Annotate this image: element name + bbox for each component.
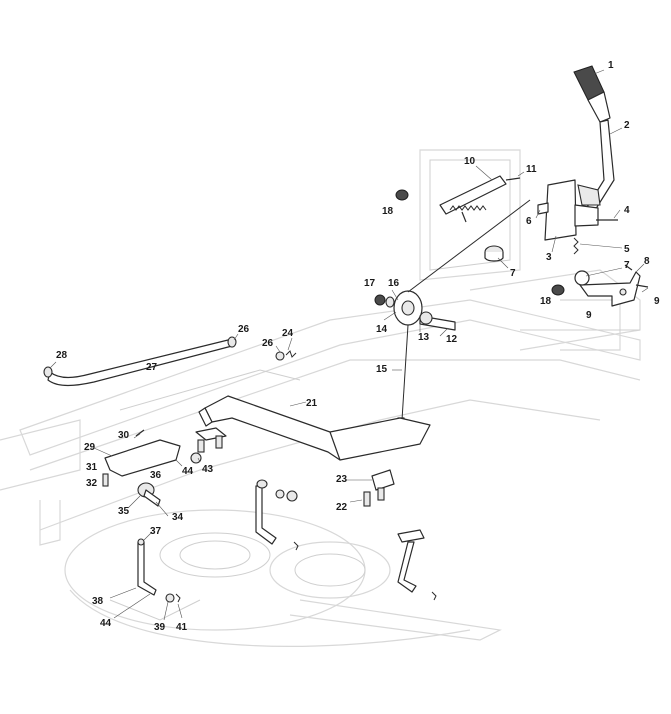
callout-2: 2: [624, 120, 630, 131]
deck-rod-right: [397, 529, 437, 601]
callout-18-lower: 18: [540, 296, 552, 307]
callout-23: 23: [336, 474, 348, 485]
spring: [573, 237, 579, 255]
center-bracket: [363, 469, 395, 507]
callout-37: 37: [150, 526, 162, 537]
callout-28: 28: [56, 350, 68, 361]
callout-43: 43: [202, 464, 214, 475]
callout-26-right: 26: [238, 324, 250, 335]
washer-39-41: [165, 593, 181, 603]
deck-rod-middle: [255, 479, 299, 551]
callout-36: 36: [150, 470, 162, 481]
callout-15: 15: [376, 364, 388, 375]
lift-rod: [43, 336, 237, 387]
callout-39: 39: [154, 622, 166, 633]
callout-31: 31: [86, 462, 98, 473]
callout-21: 21: [306, 398, 318, 409]
callout-7-lower: 7: [624, 260, 630, 271]
callout-44-lower: 44: [100, 618, 112, 629]
callout-34: 34: [172, 512, 184, 523]
clip-24: [275, 350, 297, 361]
callout-32: 32: [86, 478, 98, 489]
pulley: [374, 290, 456, 331]
callout-13: 13: [418, 332, 430, 343]
callout-8: 8: [644, 256, 650, 267]
callout-7-middle: 7: [510, 268, 516, 279]
callout-41: 41: [176, 622, 188, 633]
lever-bracket: [537, 179, 618, 241]
callout-14: 14: [376, 324, 388, 335]
callout-5: 5: [624, 244, 630, 255]
lower-bracket: [574, 264, 649, 307]
deck-rod-left: [137, 538, 157, 596]
bolt-set-43: [190, 427, 227, 464]
callout-16: 16: [388, 278, 400, 289]
callout-12: 12: [446, 334, 458, 345]
callout-44-upper: 44: [182, 466, 194, 477]
callout-35: 35: [118, 506, 130, 517]
left-bracket: [102, 429, 181, 487]
callout-18-upper: 18: [382, 206, 394, 217]
callout-1: 1: [608, 60, 614, 71]
lift-arm: [198, 395, 431, 461]
callout-27: 27: [146, 362, 158, 373]
callout-26-left: 26: [262, 338, 274, 349]
callout-9-left: 9: [586, 310, 592, 321]
callout-22: 22: [336, 502, 348, 513]
bushing: [484, 245, 504, 262]
leader-lines: [49, 69, 649, 621]
callout-24: 24: [282, 328, 294, 339]
callout-3: 3: [546, 252, 552, 263]
callouts: 1 2 3 4 5 6 7 7 8 9 9 10 11 12 13 14 15 …: [56, 60, 660, 633]
callout-9-right: 9: [654, 296, 660, 307]
callout-17: 17: [364, 278, 376, 289]
callout-6: 6: [526, 216, 532, 227]
callout-38: 38: [92, 596, 104, 607]
ratchet-plate: [439, 175, 521, 223]
callout-4: 4: [624, 205, 630, 216]
callout-11: 11: [526, 164, 537, 175]
callout-10: 10: [464, 156, 476, 167]
nut-18-lower: [551, 284, 565, 296]
callout-30: 30: [118, 430, 130, 441]
nut-18-upper: [395, 189, 409, 201]
mower-deck-outline: [64, 509, 502, 647]
callout-29: 29: [84, 442, 96, 453]
